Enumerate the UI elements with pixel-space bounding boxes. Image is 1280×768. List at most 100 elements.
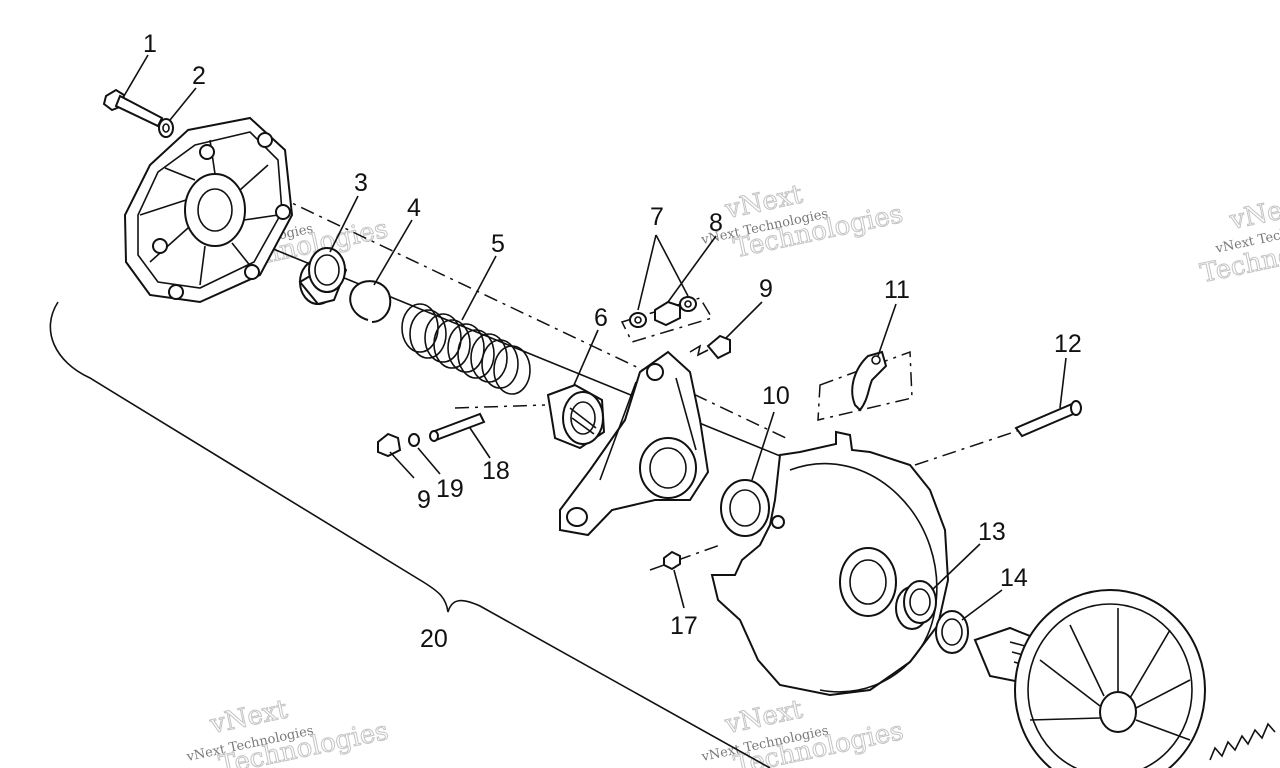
spring-coil-9 — [481, 339, 519, 389]
part-12-pin — [1014, 400, 1082, 438]
callout-3: 3 — [354, 169, 368, 197]
cam-weight — [851, 350, 888, 412]
arm-pivot-bottom — [566, 507, 588, 527]
bushing-13-bore — [909, 588, 931, 616]
bushing-bore — [314, 254, 340, 286]
callout-19: 19 — [436, 475, 464, 503]
watermark-2: vNext vNext Technologies Technologies — [699, 179, 906, 265]
sleeve-bore — [570, 401, 596, 435]
callout-1: 1 — [143, 30, 157, 58]
sheave-outer-rim — [1014, 589, 1206, 768]
cover-boss-5 — [168, 284, 184, 300]
callout-4: 4 — [407, 194, 421, 222]
leader-19 — [417, 447, 441, 475]
callout-5: 5 — [491, 230, 505, 258]
callout-11: 11 — [884, 276, 910, 304]
ring-gear-teeth — [1209, 722, 1276, 761]
cover-rim — [137, 131, 283, 289]
axis-part-12 — [914, 429, 1021, 466]
sheave-inner-rim — [1027, 603, 1193, 768]
washer-outer — [158, 118, 174, 138]
part-17-nut — [663, 550, 681, 571]
leader-8 — [667, 235, 717, 303]
spring-coil-6 — [409, 309, 447, 359]
sheave-body — [710, 430, 950, 697]
spoke-5 — [1039, 659, 1101, 707]
leader-17 — [673, 569, 685, 609]
axis-part-18 — [454, 404, 546, 409]
spring-coil-4 — [470, 333, 508, 383]
rib-2 — [239, 164, 269, 191]
rib-5 — [199, 245, 206, 286]
cam-weight-hole — [871, 355, 881, 365]
callout-20: 20 — [420, 625, 448, 653]
axis-part-17 — [649, 544, 721, 571]
leader-9-upper — [725, 301, 763, 339]
callout-6: 6 — [594, 304, 608, 332]
leader-18 — [469, 427, 491, 459]
callout-14: 14 — [1000, 564, 1028, 592]
callout-labels: 1 2 3 4 5 6 7 8 9 9 10 11 12 13 14 17 18… — [143, 30, 1082, 653]
leader-2 — [169, 87, 197, 121]
leader-4 — [373, 219, 413, 286]
callout-12: 12 — [1054, 330, 1082, 358]
spring-coil-7 — [433, 319, 471, 369]
washer-hole — [162, 123, 170, 133]
spoke-6 — [1069, 624, 1105, 697]
cover-boss-1 — [199, 144, 215, 160]
spider-arm — [559, 350, 710, 537]
arm-edge-right — [675, 377, 697, 451]
callout-10: 10 — [762, 382, 790, 410]
part-9-button-lower — [377, 432, 402, 458]
button-lower-body — [377, 432, 402, 458]
leader-1 — [123, 54, 149, 97]
nut-body — [663, 550, 681, 571]
roller-washer-right — [679, 296, 697, 312]
cover-plate — [123, 116, 294, 304]
leader-6 — [573, 329, 599, 386]
bolt-shank — [114, 94, 164, 128]
sheave-face-edge — [789, 462, 938, 693]
arm-edge-left — [599, 381, 637, 481]
leader-7b — [655, 234, 689, 297]
roller-8 — [654, 300, 681, 327]
watermark-3: vNext vNext Technologies Technologies — [1197, 190, 1280, 290]
leader-3 — [329, 195, 359, 253]
sheave-bore — [849, 559, 887, 605]
leader-7a — [637, 234, 657, 311]
part-13-bushing — [895, 580, 937, 630]
sheave-hub — [839, 547, 897, 617]
callout-18: 18 — [482, 457, 510, 485]
leader-11 — [877, 303, 897, 357]
spoke-7 — [1029, 717, 1101, 721]
spring-coil-3 — [447, 323, 485, 373]
moveable-sheave — [710, 430, 950, 697]
spring-coil-5 — [493, 345, 531, 395]
roller-washer-left-hole — [634, 316, 642, 324]
cover-bore — [197, 188, 233, 232]
part-3-bushing — [298, 247, 348, 306]
washer-inner — [729, 489, 761, 527]
part-10-washer — [720, 479, 770, 537]
leader-10 — [751, 411, 775, 481]
arm-pivot-top — [646, 363, 664, 381]
arm-hub-bore — [649, 447, 687, 489]
rib-8 — [164, 167, 196, 181]
bracket-20 — [49, 301, 771, 768]
part-2-washer — [158, 118, 174, 138]
rib-3 — [243, 214, 279, 221]
part-4-snap-ring — [349, 280, 392, 323]
part-14-washer — [935, 610, 969, 654]
watermark-4: vNext vNext Technologies Technologies — [184, 694, 391, 768]
callout-9-upper: 9 — [759, 275, 773, 303]
pin-head — [1070, 400, 1082, 416]
roller-washer-right-hole — [684, 300, 692, 308]
cover-boss-6 — [244, 264, 260, 280]
callout-7: 7 — [650, 203, 664, 231]
spring-coil-8 — [457, 329, 495, 379]
center-axis-upper — [274, 194, 791, 441]
button-body — [706, 334, 731, 360]
sleeve-hatch-2 — [571, 417, 595, 435]
